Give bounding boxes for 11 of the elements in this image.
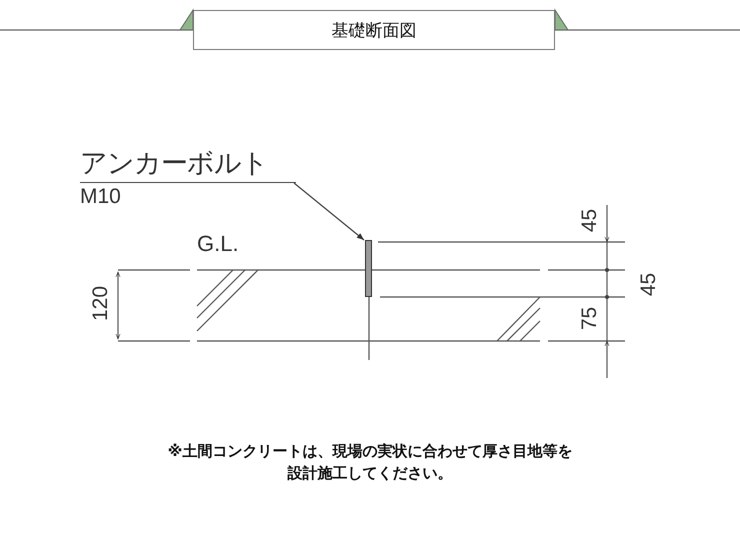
note-text: ※土間コンクリートは、現場の実状に合わせて厚さ目地等を設計施工してください。	[166, 441, 574, 484]
leader-line	[294, 182, 364, 240]
title-banner: 基礎断面図	[193, 10, 555, 50]
dimension-value: 120	[90, 286, 112, 322]
dimension-value: 75	[579, 306, 600, 330]
callout-label: アンカーボルト	[80, 146, 296, 183]
anchor-bolt	[365, 240, 372, 297]
dimension-value: 45	[579, 208, 600, 232]
dimension-value: 45	[638, 272, 660, 296]
callout-spec: M10	[80, 184, 121, 210]
ground-level-label: G.L.	[197, 233, 239, 255]
